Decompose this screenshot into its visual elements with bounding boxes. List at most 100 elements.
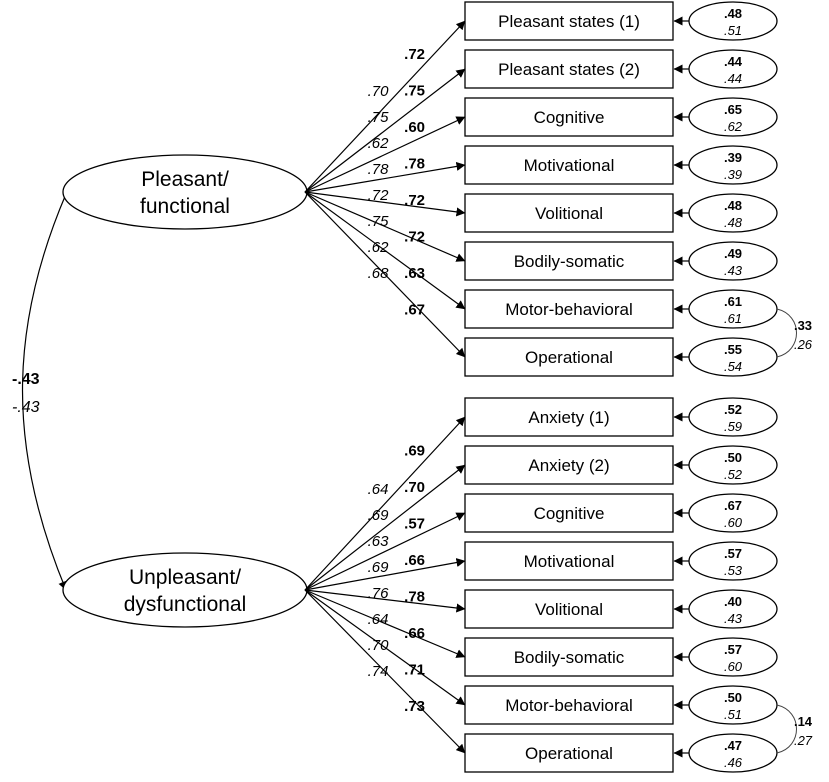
loading-italic: .62	[368, 135, 390, 152]
indicator-box	[464, 685, 674, 725]
loading-arrow	[304, 161, 466, 193]
loading-bold: .78	[404, 155, 425, 172]
loading-bold: .78	[404, 588, 425, 605]
loading-arrow	[304, 416, 466, 591]
indicator-label: Motivational	[524, 156, 615, 175]
loading-arrow	[304, 558, 466, 591]
indicator-box	[464, 637, 674, 677]
error-value-italic: .60	[724, 659, 743, 674]
indicator-box	[464, 493, 674, 533]
indicator-label: Motivational	[524, 552, 615, 571]
loading-arrow	[304, 464, 466, 591]
error-value-bold: .57	[724, 546, 742, 561]
error-value-italic: .61	[724, 311, 742, 326]
factor-label-line: functional	[140, 195, 230, 218]
error-ellipse	[688, 97, 778, 137]
loading-arrow	[304, 191, 466, 262]
error-value-italic: .43	[724, 611, 743, 626]
factor-correlation-bold: -.43	[12, 371, 40, 388]
residual-correlation-arc	[776, 704, 797, 754]
loading-arrow	[304, 589, 466, 706]
indicator-label: Bodily-somatic	[514, 252, 625, 271]
error-value-italic: .48	[724, 215, 743, 230]
loading-arrow	[304, 20, 466, 193]
loading-italic: .69	[368, 507, 390, 524]
error-value-italic: .60	[724, 515, 743, 530]
error-value-italic: .54	[724, 359, 742, 374]
indicator-box	[464, 193, 674, 233]
error-value-bold: .61	[724, 294, 742, 309]
error-value-bold: .50	[724, 690, 742, 705]
indicator-box	[464, 397, 674, 437]
error-value-bold: .48	[724, 6, 742, 21]
indicator-box	[464, 49, 674, 89]
error-value-bold: .39	[724, 150, 742, 165]
error-value-italic: .62	[724, 119, 743, 134]
loading-arrow	[304, 589, 466, 754]
loading-bold: .67	[404, 301, 425, 318]
loading-bold: .72	[404, 228, 425, 245]
residual-correlation-italic: .26	[794, 337, 813, 352]
loading-bold: .70	[404, 479, 425, 496]
error-ellipse	[688, 145, 778, 185]
loading-arrow	[304, 191, 466, 217]
error-ellipse	[688, 397, 778, 437]
indicator-label: Motor-behavioral	[505, 300, 633, 319]
error-value-bold: .65	[724, 102, 742, 117]
factor-label-line: Pleasant/	[141, 168, 229, 191]
loading-arrow	[304, 589, 466, 613]
residual-correlation-italic: .27	[794, 733, 813, 748]
error-ellipse	[688, 637, 778, 677]
loading-bold: .57	[404, 515, 425, 532]
loading-italic: .74	[368, 663, 389, 680]
loading-bold: .72	[404, 192, 425, 209]
loading-italic: .70	[368, 83, 390, 100]
loading-arrow	[304, 589, 466, 658]
error-value-italic: .51	[724, 707, 742, 722]
loading-italic: .68	[368, 265, 390, 282]
loading-bold: .75	[404, 83, 425, 100]
residual-correlation-bold: .33	[794, 318, 812, 333]
error-ellipse	[688, 493, 778, 533]
error-value-italic: .44	[724, 71, 742, 86]
error-value-bold: .52	[724, 402, 742, 417]
loading-arrow	[304, 512, 466, 591]
error-value-bold: .67	[724, 498, 742, 513]
loading-italic: .69	[368, 559, 390, 576]
loading-italic: .72	[368, 187, 390, 204]
error-value-bold: .47	[724, 738, 742, 753]
loading-italic: .62	[368, 239, 390, 256]
factor-correlation-italic: -.43	[12, 399, 40, 416]
error-value-bold: .50	[724, 450, 742, 465]
loading-italic: .75	[368, 213, 390, 230]
error-value-bold: .57	[724, 642, 742, 657]
factor-groups: Pleasant/functional Pleasant states (1) .4…	[62, 1, 813, 773]
error-value-italic: .46	[724, 755, 743, 770]
loading-italic: .64	[368, 481, 389, 498]
loading-arrow	[304, 116, 466, 193]
error-value-bold: .49	[724, 246, 742, 261]
error-value-bold: .55	[724, 342, 742, 357]
loading-italic: .76	[368, 585, 390, 602]
factor-group-pleasant: Pleasant/functional Pleasant states (1) .4…	[62, 1, 813, 377]
indicator-label: Anxiety (1)	[528, 408, 609, 427]
indicator-label: Cognitive	[534, 108, 605, 127]
indicator-label: Operational	[525, 744, 613, 763]
indicator-box	[464, 733, 674, 773]
factor-label-line: dysfunctional	[124, 593, 247, 616]
loading-italic: .75	[368, 109, 390, 126]
indicator-label: Cognitive	[534, 504, 605, 523]
indicator-box	[464, 97, 674, 137]
indicator-label: Pleasant states (1)	[498, 12, 640, 31]
indicator-box	[464, 1, 674, 41]
loading-italic: .70	[368, 637, 390, 654]
error-ellipse	[688, 193, 778, 233]
loading-bold: .60	[404, 119, 425, 136]
loading-bold: .66	[404, 625, 425, 642]
error-value-bold: .44	[724, 54, 743, 69]
loading-italic: .78	[368, 161, 390, 178]
error-value-italic: .52	[724, 467, 743, 482]
indicator-box	[464, 241, 674, 281]
